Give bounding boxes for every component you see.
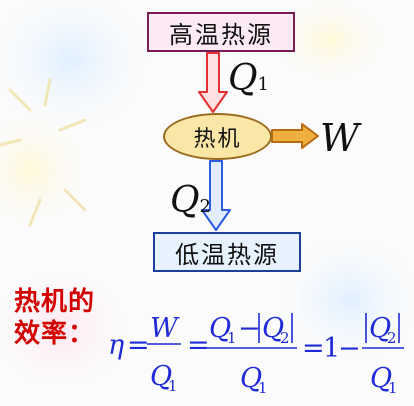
q2-label: Q2 [170,180,211,221]
equals-2: = [187,330,210,361]
q1-label: Q1 [228,58,269,99]
fraction2-numerator-sub1: 1 [227,329,237,347]
efficiency-label-line1: 热机的 [14,287,96,317]
heat-engine-label: 热机 [193,126,242,152]
heat-engine-ellipse: 热机 [163,113,272,160]
hot-source-label: 高温热源 [169,20,273,49]
efficiency-label-line2: 效率： [14,319,96,349]
fraction2-minus: − [238,313,261,344]
minus-2: − [338,333,361,364]
fraction1-denominator-q: Q [150,361,172,392]
eta-symbol: η [108,330,124,361]
fraction2-denominator-q: Q [240,363,262,394]
equals-1: = [127,330,150,361]
one: 1 [323,333,340,364]
w-arrow [271,123,319,149]
fraction3-denominator-sub: 1 [388,379,398,397]
w-label: W [320,116,359,160]
fraction1-denominator-sub: 1 [168,377,178,395]
fraction2-numerator-q2: Q [262,313,284,344]
equals-3: = [302,333,325,364]
q2-letter: Q [170,180,200,221]
q2-subscript: 2 [199,196,211,217]
hot-source-box: 高温热源 [147,12,295,52]
cold-source-label: 低温热源 [175,240,279,269]
fraction1-numerator-w: W [150,313,180,344]
q1-arrow [198,52,228,113]
fraction3-numerator-q2: Q [369,313,391,344]
cold-source-box: 低温热源 [153,232,301,272]
fraction3-denominator-q: Q [370,363,392,394]
q2-arrow [201,160,231,231]
q1-letter: Q [228,58,258,99]
efficiency-label: 热机的 效率： [14,286,95,350]
fraction2-denominator-sub: 1 [258,379,268,397]
fraction3-numerator-sub2: 2 [387,329,397,347]
fraction2-numerator-sub2: 2 [280,329,290,347]
fraction2-numerator-q1: Q [209,313,231,344]
work-letter: W [320,116,360,160]
q1-subscript: 1 [257,74,269,95]
